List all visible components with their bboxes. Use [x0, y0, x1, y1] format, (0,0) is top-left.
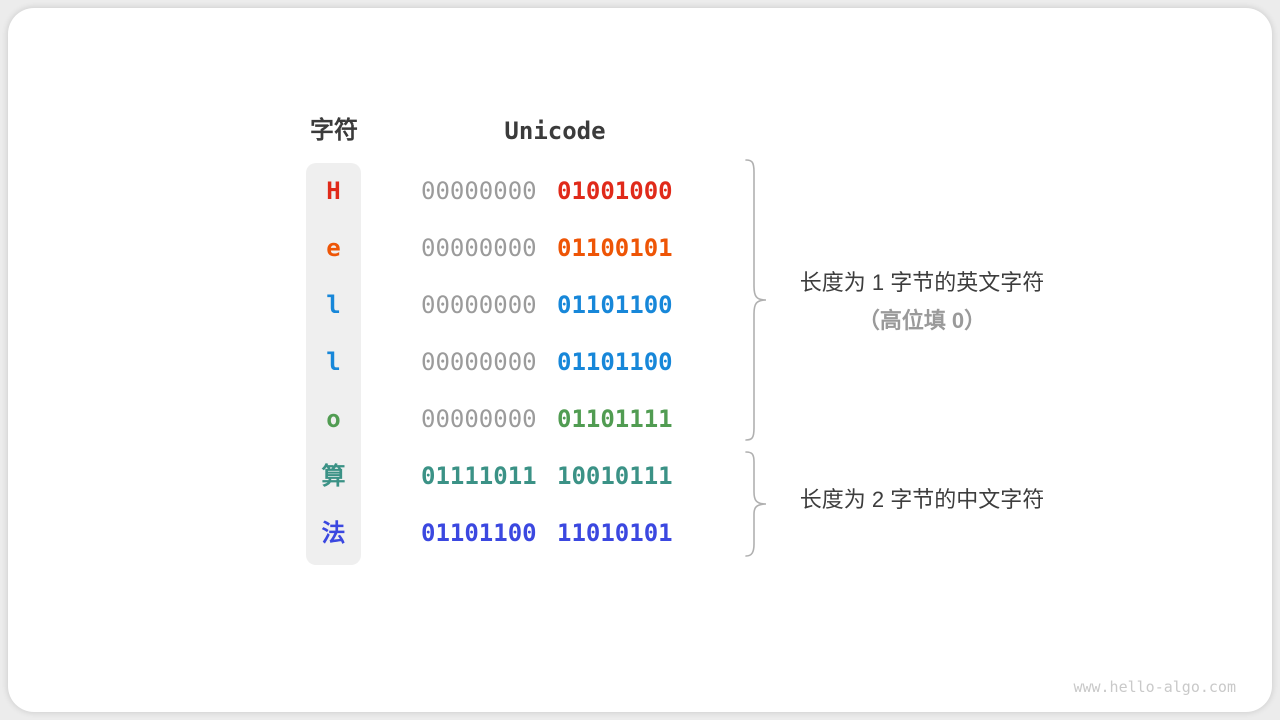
encoding-row-fa: 法 01101100 11010101	[0, 517, 720, 549]
byte-high: 00000000	[421, 291, 537, 319]
character-glyph: e	[326, 234, 341, 262]
character-column-background	[306, 163, 361, 565]
byte-low: 01101100	[557, 348, 673, 376]
byte-low: 01101111	[557, 405, 673, 433]
column-header-character: 字符	[310, 117, 358, 144]
character-glyph: o	[326, 405, 341, 433]
byte-high: 00000000	[421, 405, 537, 433]
character-glyph: 算	[321, 462, 346, 490]
annotation-two-byte: 长度为 2 字节的中文字符	[762, 481, 1082, 519]
byte-low: 10010111	[557, 462, 673, 490]
column-header-unicode: Unicode	[504, 117, 606, 145]
character-glyph: 法	[321, 519, 346, 547]
byte-high: 00000000	[421, 234, 537, 262]
encoding-row-l2: l 00000000 01101100	[0, 346, 720, 378]
character-glyph: H	[326, 177, 341, 205]
encoding-row-suan: 算 01111011 10010111	[0, 460, 720, 492]
encoding-row-o: o 00000000 01101111	[0, 403, 720, 435]
byte-low: 11010101	[557, 519, 673, 547]
character-glyph: l	[326, 291, 341, 319]
watermark-url: www.hello-algo.com	[1073, 678, 1236, 696]
byte-high: 00000000	[421, 348, 537, 376]
annotation-one-byte-line2: （高位填 0）	[857, 308, 987, 333]
encoding-row-h: H 00000000 01001000	[0, 175, 720, 207]
byte-high: 00000000	[421, 177, 537, 205]
byte-high: 01111011	[421, 462, 537, 490]
annotation-two-byte-line1: 长度为 2 字节的中文字符	[799, 487, 1045, 512]
byte-low: 01001000	[557, 177, 673, 205]
encoding-row-l1: l 00000000 01101100	[0, 289, 720, 321]
character-glyph: l	[326, 348, 341, 376]
encoding-row-e: e 00000000 01100101	[0, 232, 720, 264]
curly-brace-icon-group2	[745, 451, 767, 557]
curly-brace-icon-group1	[745, 159, 767, 441]
byte-low: 01100101	[557, 234, 673, 262]
byte-low: 01101100	[557, 291, 673, 319]
figure-card	[8, 8, 1272, 712]
annotation-one-byte-line1: 长度为 1 字节的英文字符	[799, 270, 1045, 295]
byte-high: 01101100	[421, 519, 537, 547]
annotation-one-byte: 长度为 1 字节的英文字符 （高位填 0）	[762, 264, 1082, 340]
